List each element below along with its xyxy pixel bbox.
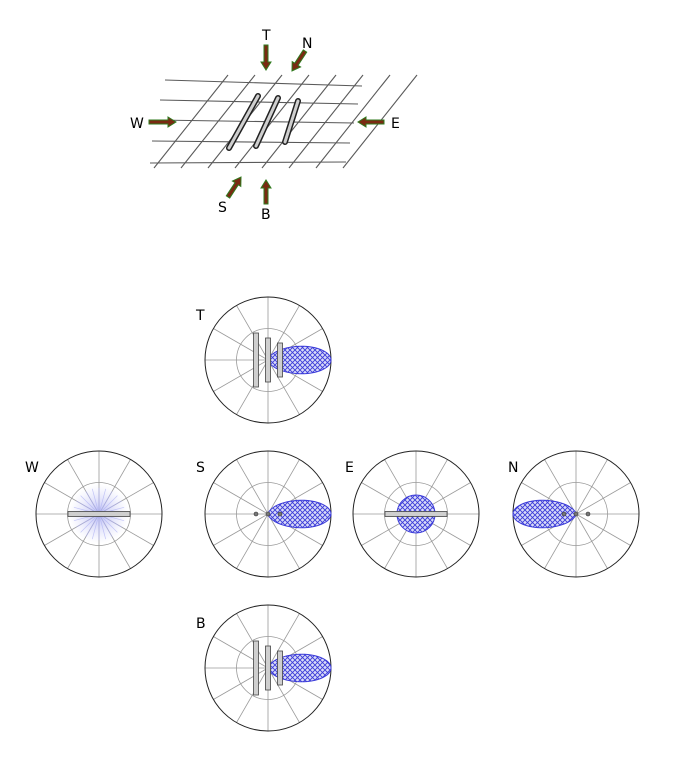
radiation-pattern-views <box>35 296 640 732</box>
polar-view-b <box>204 604 332 732</box>
grid-line <box>149 161 347 164</box>
array-element-bar <box>384 511 448 517</box>
polar-view-w <box>35 450 163 578</box>
view-label-n: N <box>508 460 518 476</box>
array-rod-highlight <box>254 96 280 148</box>
arrow-label-n: N <box>302 36 312 52</box>
grid-line <box>315 74 391 169</box>
view-label-w: W <box>25 460 39 476</box>
polar-view-e <box>352 450 480 578</box>
direction-arrows <box>148 44 385 205</box>
array-element-bar <box>67 511 131 517</box>
south-arrow-icon <box>225 176 242 199</box>
arrow-label-e: E <box>391 116 400 132</box>
view-label-b: B <box>196 616 206 632</box>
polar-inner-ring <box>67 482 131 546</box>
view-label-e: E <box>345 460 354 476</box>
array-element-dot <box>277 511 283 517</box>
grid-line <box>234 74 310 169</box>
radiation-ray <box>85 491 100 515</box>
array-element-bar <box>277 342 283 378</box>
array-elements <box>226 93 301 151</box>
polar-view-s <box>204 450 332 578</box>
arrow-label-t: T <box>261 28 271 44</box>
grid-line <box>164 79 363 87</box>
radiation-ray <box>91 513 100 540</box>
radiation-ray <box>80 495 100 515</box>
array-element-bar <box>253 332 259 388</box>
arrow-label-w: W <box>130 116 144 132</box>
north-arrow-icon <box>291 49 308 72</box>
arrow-label-b: B <box>261 207 271 223</box>
radiation-ray <box>91 488 100 515</box>
arrow-label-s: S <box>218 200 227 216</box>
radiation-ray <box>98 491 113 515</box>
radiation-ray <box>85 513 100 537</box>
view-label-t: T <box>195 308 205 324</box>
radiation-ray <box>98 495 118 515</box>
array-element-bar <box>277 650 283 686</box>
array-element-dot <box>585 511 591 517</box>
array-rod-highlight <box>283 99 300 144</box>
grid-line <box>151 140 351 144</box>
radiation-ray <box>98 513 118 533</box>
grid-line <box>153 74 229 169</box>
radiation-ray <box>98 513 113 537</box>
array-perspective-sketch <box>148 44 418 205</box>
array-element-bar <box>265 645 271 691</box>
radiation-lobe <box>267 499 332 529</box>
polar-outer-ring <box>352 450 480 578</box>
array-element-dot <box>561 511 567 517</box>
polar-inner-ring <box>384 482 448 546</box>
top-arrow-icon <box>260 44 272 71</box>
grid-line <box>261 74 337 169</box>
grid-line <box>288 74 364 169</box>
grid-line <box>159 99 359 105</box>
array-element-dot <box>265 511 271 517</box>
polar-outer-ring <box>35 450 163 578</box>
west-arrow-icon <box>148 116 177 128</box>
polar-view-n <box>512 450 640 578</box>
array-element-bar <box>253 640 259 696</box>
radiation-ray <box>98 488 107 515</box>
radiation-ray <box>80 513 100 533</box>
east-arrow-icon <box>357 116 385 128</box>
array-element-dot <box>573 511 579 517</box>
array-element-dot <box>253 511 259 517</box>
bottom-arrow-icon <box>260 179 272 205</box>
grid-line <box>180 74 256 169</box>
radiation-ray <box>98 513 107 540</box>
grid-line <box>155 119 355 124</box>
array-rod-highlight <box>227 94 260 150</box>
array-element-bar <box>265 337 271 383</box>
view-label-s: S <box>196 460 205 476</box>
polar-view-t <box>204 296 332 424</box>
radiation-lobe <box>512 499 577 529</box>
